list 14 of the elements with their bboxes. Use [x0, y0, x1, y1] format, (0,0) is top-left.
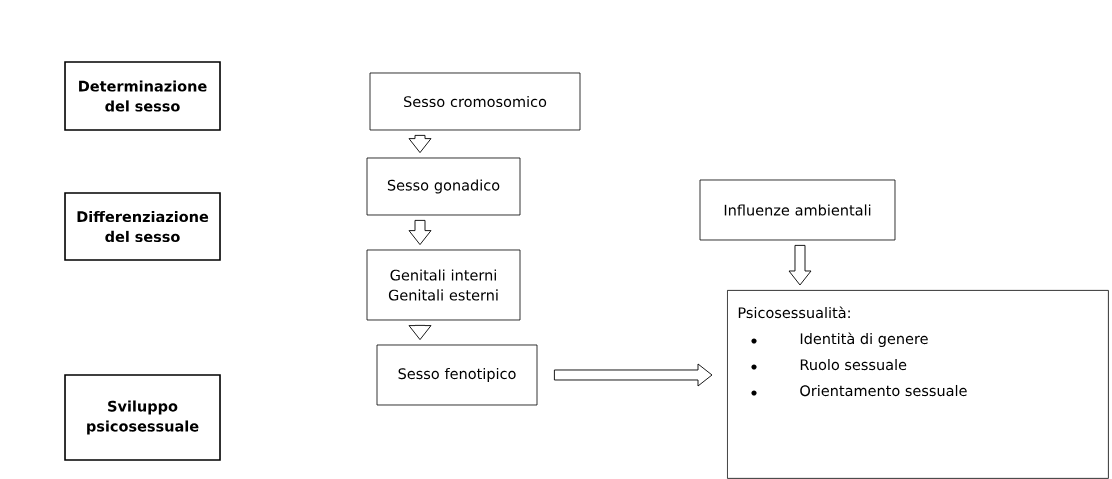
block-arrow — [408, 134, 432, 154]
stage-label-box: Sviluppo psicosessuale — [64, 374, 221, 461]
process-box: Sesso cromosomico — [369, 72, 581, 131]
process-box: Influenze ambientali — [699, 179, 896, 241]
stage-label-box: Determinazione del sesso — [64, 61, 221, 131]
list-box: Psicosessualità: Identità di genere Ruolo sessuale Orientamento sessuale — [727, 290, 1109, 479]
process-box: Sesso gonadico — [366, 157, 521, 216]
stage-label-box: Differenziazione del sesso — [64, 192, 221, 261]
process-box: Genitali interni Genitali esterni — [366, 249, 521, 321]
block-arrow — [408, 219, 432, 246]
block-arrow — [553, 363, 713, 387]
block-arrow — [788, 244, 812, 286]
block-arrow — [408, 324, 432, 341]
process-box: Sesso fenotipico — [376, 344, 538, 406]
